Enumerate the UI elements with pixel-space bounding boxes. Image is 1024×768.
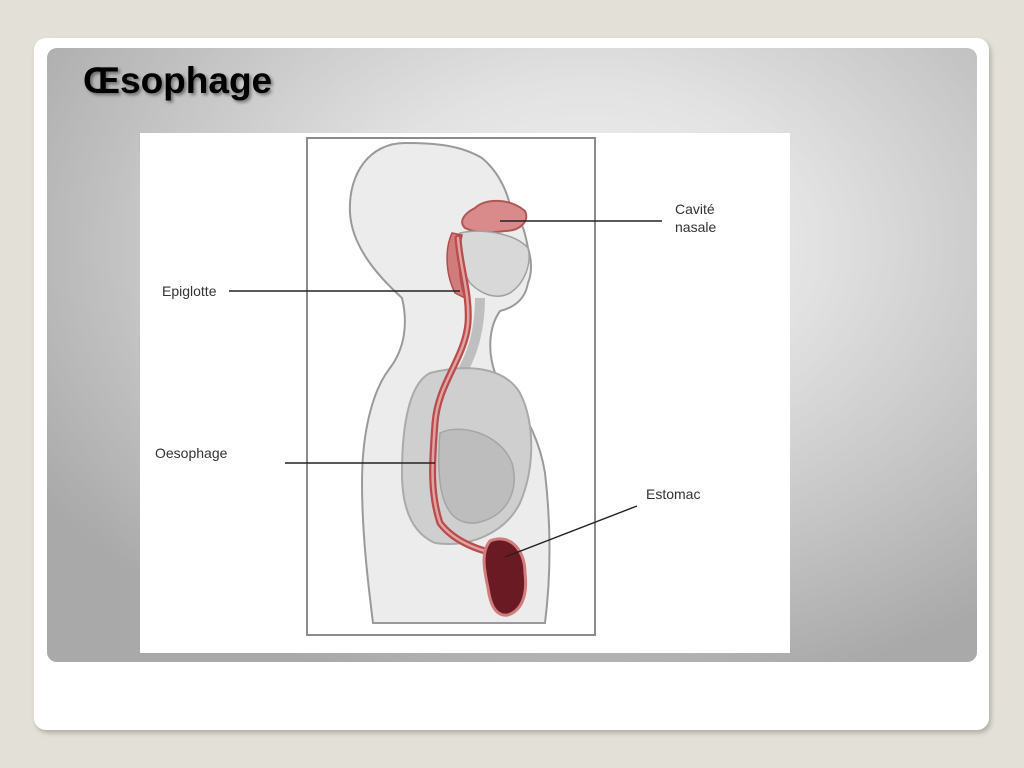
label-oesophage: Oesophage (155, 445, 228, 461)
digestive-tract-illustration (229, 137, 662, 636)
heart (438, 428, 515, 524)
label-cavite-nasale: Cavité nasale (675, 200, 716, 236)
nasal-cavity (461, 199, 528, 234)
anatomy-diagram (140, 133, 790, 653)
label-cavite-line1: Cavité (675, 201, 715, 217)
leader-estomac (504, 505, 638, 558)
label-estomac: Estomac (646, 486, 701, 502)
label-cavite-line2: nasale (675, 219, 717, 235)
slide-title: Œsophage (83, 60, 273, 101)
label-epiglotte: Epiglotte (162, 283, 217, 299)
stomach (482, 537, 528, 617)
